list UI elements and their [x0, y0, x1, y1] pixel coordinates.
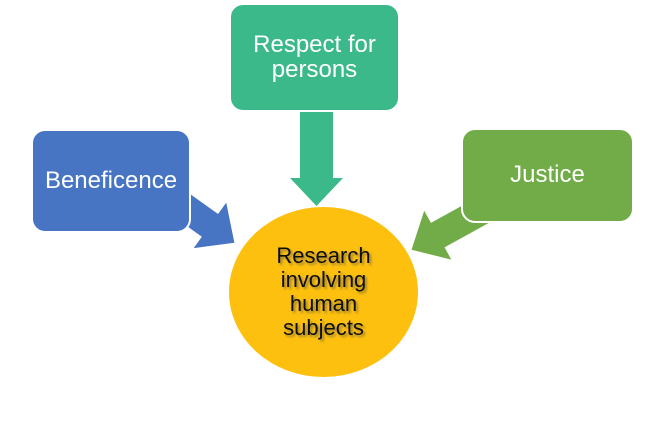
node-research-involving-human-subjects: Research involving human subjects — [229, 207, 418, 377]
beneficence-label: Beneficence — [44, 166, 178, 194]
respect-for-persons-label: Respect for persons — [253, 31, 376, 83]
center-node-label: Research involving human subjects — [276, 243, 371, 340]
justice-label: Justice — [510, 161, 585, 189]
node-justice: Justice — [461, 128, 634, 223]
node-beneficence: Beneficence — [31, 129, 191, 233]
node-respect-for-persons: Respect for persons — [229, 3, 400, 112]
arrow-respect-to-center — [290, 106, 343, 206]
